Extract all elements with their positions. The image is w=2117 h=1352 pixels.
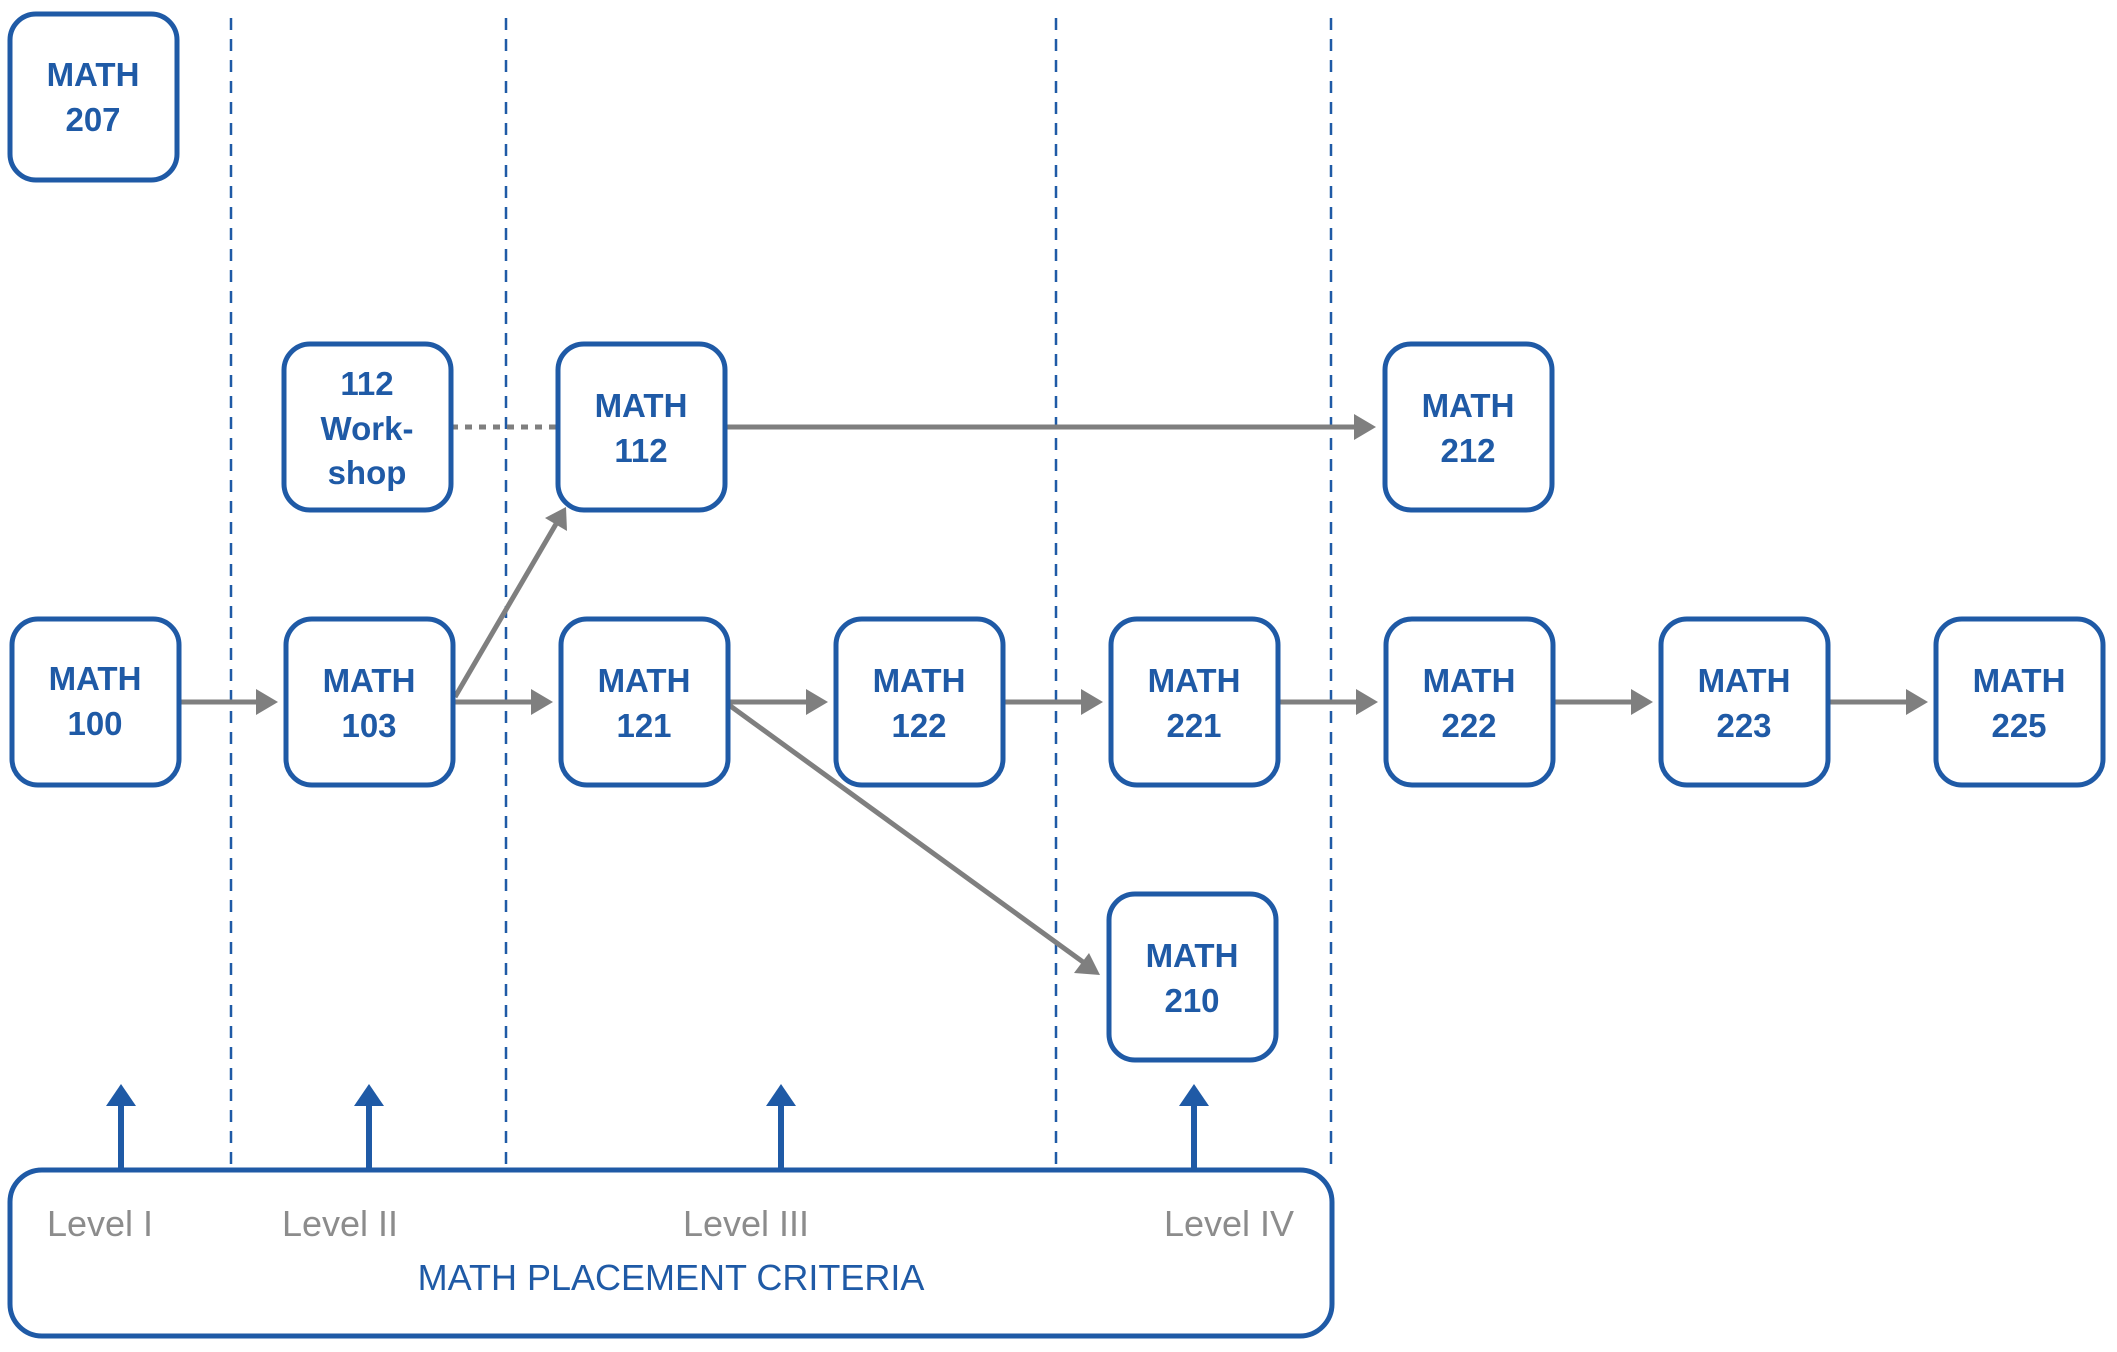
course-box (1382, 341, 1555, 513)
level-label-3: Level III (683, 1203, 809, 1244)
course-label-line-1: MATH (598, 662, 691, 699)
course-label-line-1: MATH (1698, 662, 1791, 699)
arrow-121-to-210-head (1074, 953, 1100, 975)
course-node-math-103[interactable]: MATH 103 (283, 616, 456, 788)
placement-arrow-level-2-icon (354, 1084, 384, 1106)
course-node-math-121[interactable]: MATH 121 (558, 616, 731, 788)
course-node-math-225[interactable]: MATH 225 (1933, 616, 2106, 788)
course-label-line-2: 207 (65, 101, 120, 138)
arrow-100-to-103-head (256, 689, 278, 715)
arrow-121-to-122-head (806, 689, 828, 715)
level-dividers (229, 18, 1333, 1168)
course-label-line-1: MATH (1146, 937, 1239, 974)
placement-arrow-level-3-icon (766, 1084, 796, 1106)
level-label-2: Level II (282, 1203, 398, 1244)
course-box (1658, 616, 1831, 788)
course-label-line-2: 122 (891, 707, 946, 744)
course-label-line-1: 112 (340, 365, 393, 402)
course-box (9, 616, 182, 788)
course-box (281, 341, 454, 513)
course-node-math-112[interactable]: MATH 112 (555, 341, 728, 513)
placement-arrows (106, 1084, 1209, 1170)
course-node-math-212[interactable]: MATH 212 (1382, 341, 1555, 513)
arrow-221-to-222-head (1356, 689, 1378, 715)
course-label-line-2: 221 (1166, 707, 1221, 744)
course-box (1108, 616, 1281, 788)
course-label-line-2: 222 (1441, 707, 1496, 744)
arrow-222-to-223-head (1631, 689, 1653, 715)
course-label-line-2: Work- (321, 410, 414, 447)
placement-criteria-title: MATH PLACEMENT CRITERIA (418, 1257, 925, 1298)
placement-arrow-level-4-icon (1179, 1084, 1209, 1106)
course-label-line-2: 210 (1164, 982, 1219, 1019)
course-box (1933, 616, 2106, 788)
course-label-line-1: MATH (1422, 387, 1515, 424)
course-label-line-2: 225 (1991, 707, 2046, 744)
course-label-line-2: 103 (341, 707, 396, 744)
course-label-line-2: 112 (614, 432, 667, 469)
course-node-math-207[interactable]: MATH 207 (7, 11, 180, 183)
course-box (555, 341, 728, 513)
course-box (7, 11, 180, 183)
course-label-line-1: MATH (323, 662, 416, 699)
course-box (1383, 616, 1556, 788)
course-label-line-1: MATH (1973, 662, 2066, 699)
course-label-line-1: MATH (49, 660, 142, 697)
placement-criteria-panel: Level I Level II Level III Level IV MATH… (7, 1167, 1335, 1339)
course-box (283, 616, 456, 788)
level-label-1: Level I (47, 1203, 153, 1244)
course-box (1106, 891, 1279, 1063)
course-label-line-1: MATH (47, 56, 140, 93)
course-label-line-1: MATH (595, 387, 688, 424)
course-node-math-210[interactable]: MATH 210 (1106, 891, 1279, 1063)
course-node-math-100[interactable]: MATH 100 (9, 616, 182, 788)
course-node-math-223[interactable]: MATH 223 (1658, 616, 1831, 788)
placement-arrow-level-1-icon (106, 1084, 136, 1106)
level-label-4: Level IV (1164, 1203, 1294, 1244)
course-label-line-2: 121 (616, 707, 671, 744)
course-label-line-3: shop (328, 454, 407, 491)
arrow-103-to-112 (452, 522, 559, 699)
arrow-103-to-112-head (545, 507, 567, 531)
arrow-112-to-212-head (1354, 414, 1376, 440)
course-label-line-2: 223 (1716, 707, 1771, 744)
arrow-121-to-210 (727, 702, 1085, 965)
course-box (558, 616, 731, 788)
course-label-line-1: MATH (1423, 662, 1516, 699)
course-box (833, 616, 1006, 788)
course-node-math-122[interactable]: MATH 122 (833, 616, 1006, 788)
placement-criteria-box (7, 1167, 1335, 1339)
prerequisite-arrows (181, 414, 1928, 975)
course-label-line-2: 100 (67, 705, 122, 742)
arrow-122-to-221-head (1081, 689, 1103, 715)
course-node-math-221[interactable]: MATH 221 (1108, 616, 1281, 788)
arrow-103-to-121-head (531, 689, 553, 715)
course-label-line-1: MATH (1148, 662, 1241, 699)
course-node-math-222[interactable]: MATH 222 (1383, 616, 1556, 788)
course-node-112-workshop[interactable]: 112 Work- shop (281, 341, 454, 513)
course-label-line-1: MATH (873, 662, 966, 699)
arrow-223-to-225-head (1906, 689, 1928, 715)
course-label-line-2: 212 (1440, 432, 1495, 469)
